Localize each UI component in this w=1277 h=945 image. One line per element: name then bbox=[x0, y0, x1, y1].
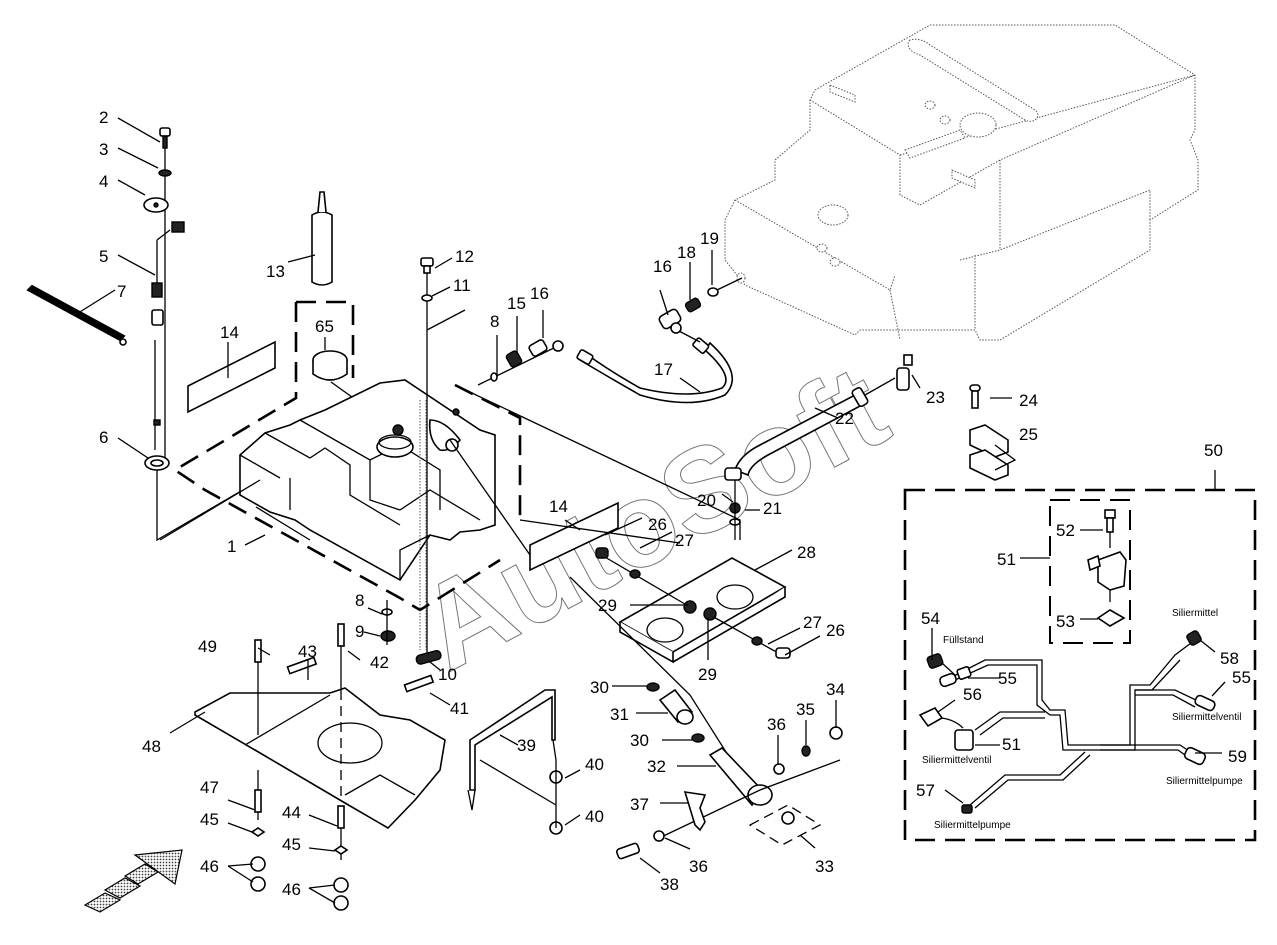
callout-1: 1 bbox=[227, 537, 236, 556]
callout-20: 20 bbox=[697, 491, 716, 510]
hose-17-assembly bbox=[477, 277, 743, 404]
callout-24: 24 bbox=[1019, 391, 1038, 410]
part-13-cartridge bbox=[311, 191, 333, 286]
callout-28: 28 bbox=[797, 543, 816, 562]
callout-55b: 55 bbox=[1232, 668, 1251, 687]
part-14-label-left bbox=[187, 340, 276, 414]
label-siliermittel: Siliermittel bbox=[1172, 608, 1218, 619]
callout-47: 47 bbox=[200, 778, 219, 797]
callout-53: 53 bbox=[1056, 612, 1075, 631]
callout-14b: 14 bbox=[549, 497, 568, 516]
part-65-cap bbox=[312, 350, 399, 431]
callout-11: 11 bbox=[453, 276, 471, 295]
callout-17: 17 bbox=[654, 360, 673, 379]
callout-30b: 30 bbox=[630, 731, 649, 750]
callout-55a: 55 bbox=[998, 669, 1017, 688]
callout-35: 35 bbox=[796, 700, 815, 719]
callout-4: 4 bbox=[99, 172, 108, 191]
callout-46b: 46 bbox=[282, 880, 301, 899]
parts-24-25 bbox=[969, 384, 1009, 481]
callout-16a: 16 bbox=[530, 284, 549, 303]
callout-7: 7 bbox=[117, 282, 126, 301]
callout-34: 34 bbox=[826, 680, 845, 699]
level-sensor-assembly bbox=[26, 127, 261, 542]
callout-57: 57 bbox=[916, 781, 935, 800]
callout-38: 38 bbox=[660, 875, 679, 894]
callout-39: 39 bbox=[517, 736, 536, 755]
callout-58: 58 bbox=[1220, 649, 1239, 668]
callout-52: 52 bbox=[1056, 521, 1075, 540]
callout-22: 22 bbox=[835, 409, 854, 428]
callout-45a: 45 bbox=[200, 810, 219, 829]
callout-15: 15 bbox=[507, 294, 526, 313]
callout-36b: 36 bbox=[689, 857, 708, 876]
label-siliermittelventil-left: Siliermittelventil bbox=[922, 755, 991, 766]
label-fuellstand: Füllstand bbox=[943, 635, 984, 646]
callout-18: 18 bbox=[677, 243, 696, 262]
callout-27a: 27 bbox=[675, 531, 694, 550]
callout-8b: 8 bbox=[355, 591, 364, 610]
callout-33: 33 bbox=[815, 857, 834, 876]
callout-30a: 30 bbox=[590, 678, 609, 697]
callout-36a: 36 bbox=[767, 715, 786, 734]
label-siliermittelventil-right: Siliermittelventil bbox=[1172, 712, 1241, 723]
callout-37: 37 bbox=[630, 795, 649, 814]
callout-49: 49 bbox=[198, 637, 217, 656]
callout-21: 21 bbox=[763, 499, 782, 518]
callout-19: 19 bbox=[700, 229, 719, 248]
callout-65: 65 bbox=[315, 317, 334, 336]
callout-40b: 40 bbox=[585, 807, 604, 826]
leader-lines bbox=[74, 117, 1226, 904]
callout-50: 50 bbox=[1204, 441, 1223, 460]
part-50-harness-kit bbox=[903, 470, 1257, 842]
callout-26a: 26 bbox=[648, 515, 667, 534]
roller-assembly bbox=[569, 576, 843, 860]
callout-25: 25 bbox=[1019, 425, 1038, 444]
callout-3: 3 bbox=[99, 140, 108, 159]
callout-5: 5 bbox=[99, 247, 108, 266]
callout-29b: 29 bbox=[698, 665, 717, 684]
label-siliermittelpumpe-right: Siliermittelpumpe bbox=[1166, 776, 1243, 787]
callout-13: 13 bbox=[266, 262, 285, 281]
callout-40a: 40 bbox=[585, 755, 604, 774]
bracket-39 bbox=[467, 689, 563, 835]
callout-31: 31 bbox=[610, 705, 629, 724]
callout-12: 12 bbox=[455, 247, 474, 266]
part-14-label-right bbox=[529, 501, 619, 572]
callout-32: 32 bbox=[647, 757, 666, 776]
callout-23: 23 bbox=[926, 388, 945, 407]
callout-44: 44 bbox=[282, 803, 301, 822]
callout-14a: 14 bbox=[220, 323, 239, 342]
callout-6: 6 bbox=[99, 428, 108, 447]
callout-8a: 8 bbox=[490, 312, 499, 331]
direction-arrow-icon bbox=[83, 849, 183, 913]
drain-bolt-assembly bbox=[380, 257, 466, 665]
callout-10: 10 bbox=[438, 665, 457, 684]
part-1-tank bbox=[159, 300, 741, 612]
callout-41: 41 bbox=[450, 699, 469, 718]
callout-29a: 29 bbox=[598, 596, 617, 615]
callout-43: 43 bbox=[298, 642, 317, 661]
callout-59: 59 bbox=[1228, 747, 1247, 766]
callout-56: 56 bbox=[963, 685, 982, 704]
callout-54: 54 bbox=[921, 609, 940, 628]
callout-labels: 2 3 4 5 7 6 1 13 14 65 12 11 8 15 16 16 … bbox=[99, 108, 1251, 899]
callout-2: 2 bbox=[99, 108, 108, 127]
callout-16b: 16 bbox=[653, 257, 672, 276]
callout-51a: 51 bbox=[997, 550, 1016, 569]
callout-48: 48 bbox=[142, 737, 161, 756]
part-48-frame bbox=[194, 623, 446, 911]
machine-body-outline bbox=[724, 24, 1199, 341]
part-28-plate bbox=[595, 547, 791, 664]
callout-45b: 45 bbox=[282, 835, 301, 854]
callout-9: 9 bbox=[355, 622, 364, 641]
callout-46a: 46 bbox=[200, 857, 219, 876]
label-siliermittelpumpe-left: Siliermittelpumpe bbox=[934, 820, 1011, 831]
callout-51b: 51 bbox=[1002, 735, 1021, 754]
callout-26b: 26 bbox=[826, 621, 845, 640]
callout-42: 42 bbox=[370, 653, 389, 672]
callout-27b: 27 bbox=[803, 613, 822, 632]
